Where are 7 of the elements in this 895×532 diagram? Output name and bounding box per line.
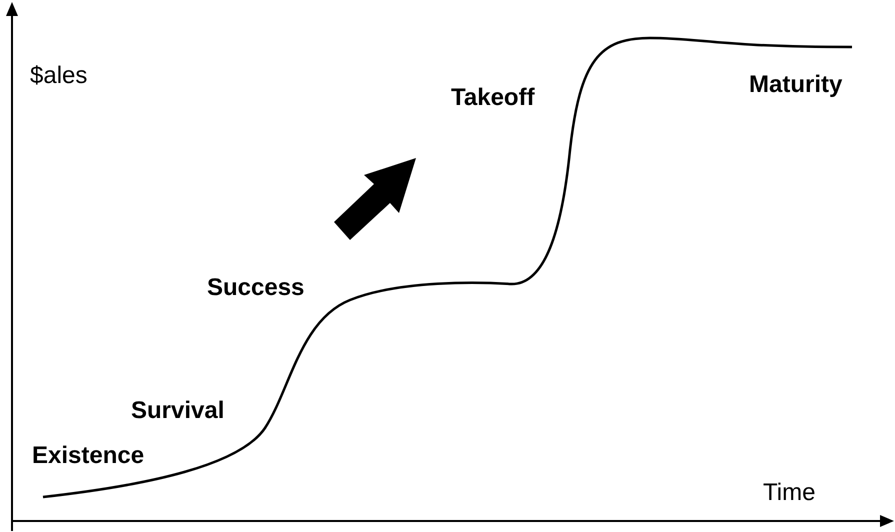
stage-label: Existence	[32, 444, 144, 468]
axis-label: $ales	[30, 64, 88, 88]
axis-label: Time	[763, 481, 816, 505]
stage-label: Success	[207, 276, 304, 300]
stage-label: Maturity	[749, 73, 842, 97]
stage-label: Takeoff	[451, 86, 535, 110]
stage-label: Survival	[131, 399, 224, 423]
